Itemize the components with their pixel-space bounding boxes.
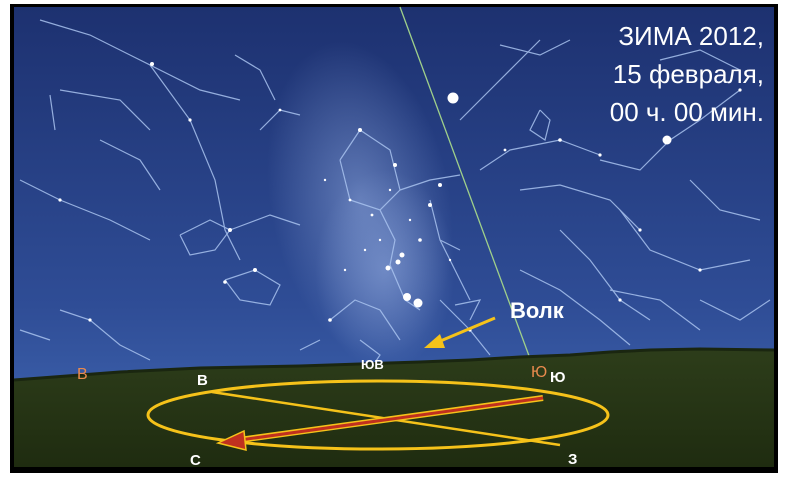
milky-way — [267, 41, 455, 370]
constellation-label-volk: Волк — [510, 298, 565, 323]
circle-label-west: З — [568, 451, 577, 468]
meridian-arrow — [215, 395, 544, 451]
horizon-ellipse — [146, 379, 610, 451]
caption-time: 00 ч. 00 мин. — [610, 97, 764, 127]
pointer-arrow — [424, 316, 496, 348]
caption-date: 15 февраля, — [613, 59, 764, 89]
circle-label-south: Ю — [550, 369, 565, 386]
sky-label-south: Ю — [531, 364, 547, 381]
circle-label-east: В — [197, 372, 208, 389]
circle-label-north: С — [190, 452, 201, 469]
meridian-line — [399, 6, 536, 373]
sky-label-east: В — [77, 366, 88, 383]
sky-label-southeast: ЮВ — [361, 357, 384, 372]
caption-season: ЗИМА 2012, — [618, 21, 764, 51]
stars — [58, 62, 742, 332]
horizon-line — [13, 347, 775, 382]
